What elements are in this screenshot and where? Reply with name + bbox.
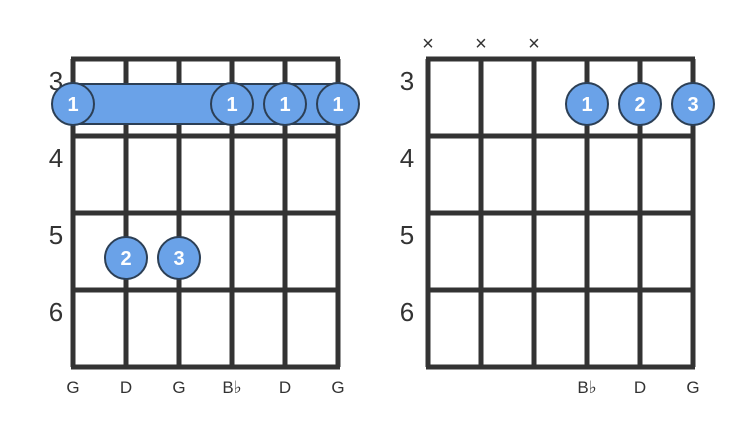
finger-dot: 1 [210, 82, 254, 126]
finger-dot-circle [263, 82, 307, 126]
finger-number: 1 [67, 94, 78, 116]
finger-number: 1 [226, 94, 237, 116]
finger-dot: 2 [104, 236, 148, 280]
finger-dot: 1 [316, 82, 360, 126]
finger-dot-circle [210, 82, 254, 126]
finger-number: 1 [581, 94, 592, 116]
muted-string-marker: × [475, 33, 487, 55]
string-name-label: G [66, 378, 79, 397]
fret-number-label: 4 [400, 143, 414, 173]
finger-number: 1 [332, 94, 343, 116]
finger-dot: 3 [157, 236, 201, 280]
string-name-label: B♭ [577, 378, 596, 397]
finger-number: 1 [279, 94, 290, 116]
muted-string-marker: × [528, 33, 540, 55]
string-name-label: D [120, 378, 132, 397]
string-name-label: D [279, 378, 291, 397]
finger-number: 2 [634, 94, 645, 116]
finger-number: 2 [120, 248, 131, 270]
fret-number-label: 6 [400, 297, 414, 327]
finger-dot: 1 [565, 82, 609, 126]
finger-number: 3 [173, 248, 184, 270]
string-name-label: B♭ [222, 378, 241, 397]
fret-number-label: 6 [49, 297, 63, 327]
string-name-label: G [686, 378, 699, 397]
string-name-label: G [331, 378, 344, 397]
fret-number-label: 3 [400, 66, 414, 96]
muted-string-marker: × [422, 33, 434, 55]
fret-number-label: 4 [49, 143, 63, 173]
finger-dot-circle [671, 82, 715, 126]
finger-dot-circle [104, 236, 148, 280]
finger-dot: 1 [51, 82, 95, 126]
finger-dot-circle [565, 82, 609, 126]
finger-dot-circle [157, 236, 201, 280]
finger-dot-circle [51, 82, 95, 126]
finger-dot-circle [316, 82, 360, 126]
fret-number-label: 5 [400, 220, 414, 250]
finger-dot: 3 [671, 82, 715, 126]
finger-dot: 2 [618, 82, 662, 126]
fret-number-label: 5 [49, 220, 63, 250]
string-name-label: G [172, 378, 185, 397]
finger-dot: 1 [263, 82, 307, 126]
finger-number: 3 [687, 94, 698, 116]
string-name-label: D [634, 378, 646, 397]
chord-diagram-right: 3 4 5 6B♭ D G × × × 1 2 3 [400, 33, 715, 397]
finger-dot-circle [618, 82, 662, 126]
